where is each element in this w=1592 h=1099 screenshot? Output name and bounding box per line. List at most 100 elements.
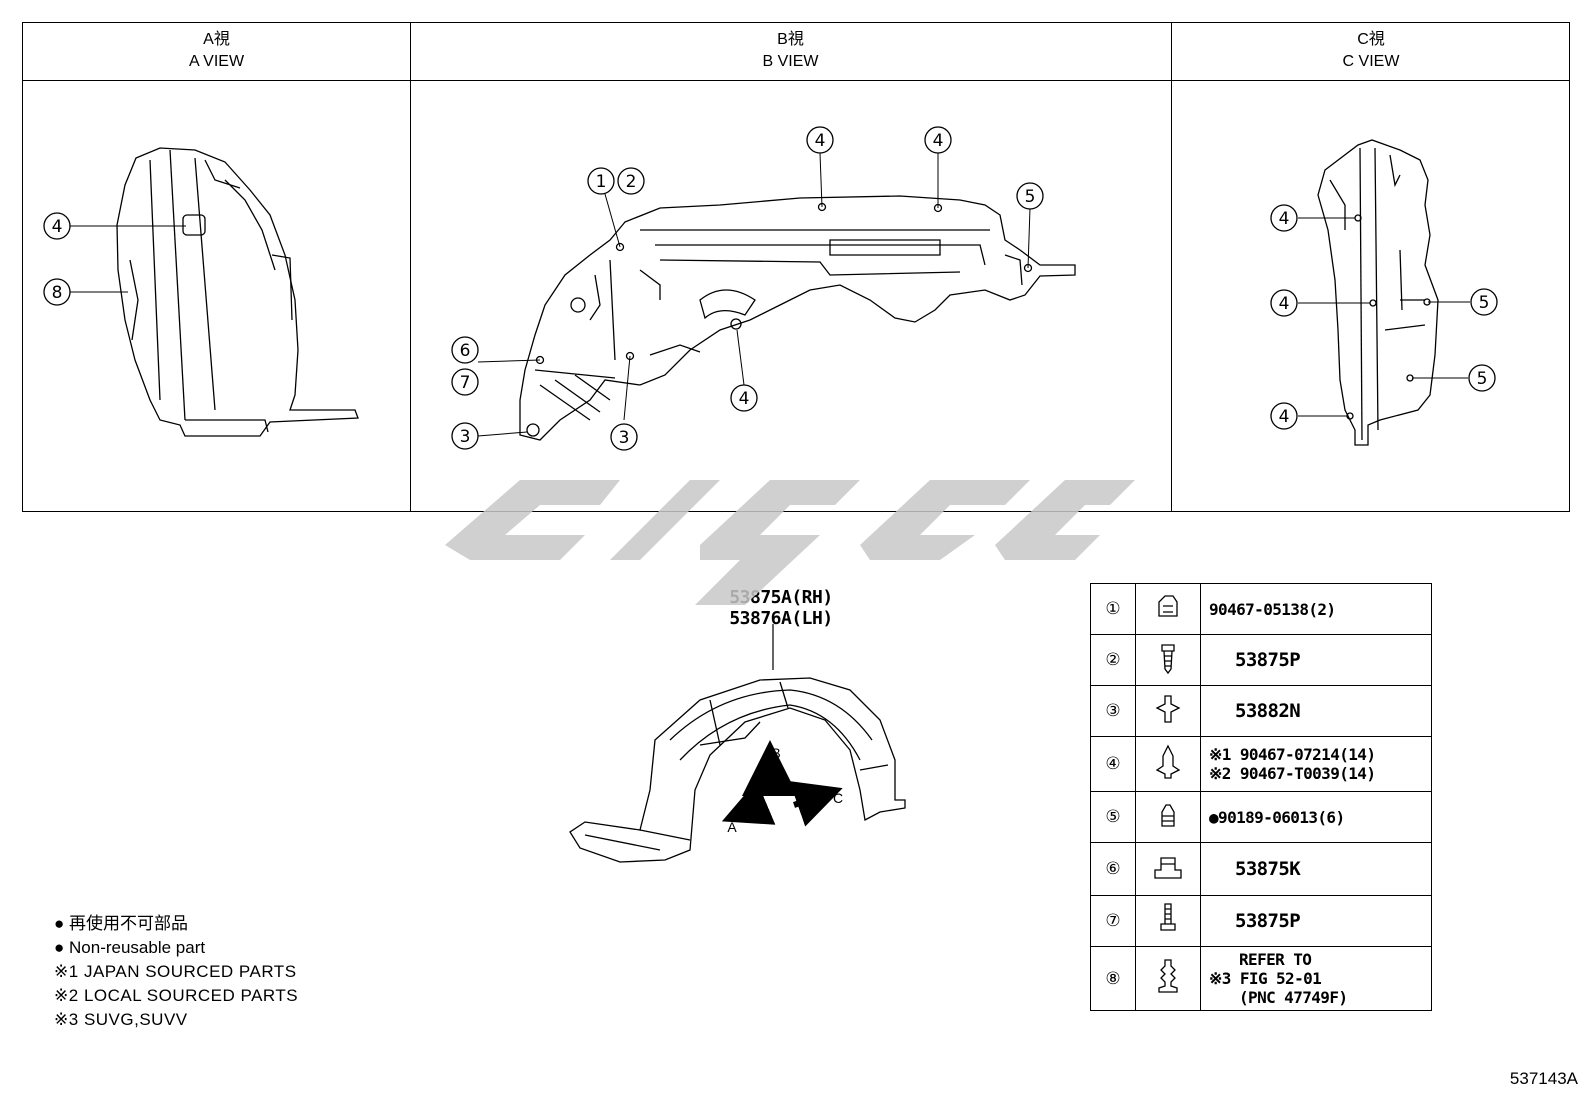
screw-icon	[1161, 643, 1175, 674]
callout-b-2: 2	[617, 167, 645, 195]
svg-text:3: 3	[619, 428, 630, 448]
svg-text:5: 5	[1479, 293, 1490, 313]
note-non-reusable-en: ● Non-reusable part	[54, 938, 206, 957]
view-c-part-drawing	[1317, 139, 1439, 446]
callout-b-6: 6	[451, 336, 479, 364]
view-b-header: B視 B VIEW	[410, 29, 1171, 77]
callout-b-3-left: 3	[451, 422, 479, 450]
watermark-logo	[445, 480, 1135, 605]
svg-text:2: 2	[626, 172, 637, 192]
callouts: 4 8 1 2 4 4 5 6 7 3 3 4 4 4 5 5 4	[43, 126, 1498, 451]
svg-text:5: 5	[1025, 187, 1036, 207]
clip-icon	[1155, 744, 1181, 779]
parts-row-2: ② 53875P	[1090, 634, 1432, 686]
clip-icon	[1154, 856, 1182, 879]
direction-label-c: C	[833, 790, 843, 806]
callout-a-4: 4	[43, 212, 71, 240]
view-a-title-jp: A視	[203, 31, 230, 48]
part-number-marker: ⑥	[1105, 859, 1121, 878]
part-number-marker: ⑦	[1105, 911, 1121, 930]
callout-c-4-bottom: 4	[1270, 402, 1298, 430]
callout-b-1: 1	[587, 167, 615, 195]
direction-arrows	[721, 740, 843, 827]
callout-c-4-middle: 4	[1270, 289, 1298, 317]
svg-text:7: 7	[460, 373, 471, 393]
part-number-marker: ⑤	[1105, 807, 1121, 826]
clip-icon	[1158, 594, 1178, 617]
part-number-marker: ④	[1105, 754, 1121, 773]
svg-text:1: 1	[596, 172, 607, 192]
header-divider	[23, 80, 1569, 81]
callout-a-8: 8	[43, 278, 71, 306]
svg-text:4: 4	[1279, 407, 1290, 427]
divider-b-c	[1171, 23, 1172, 511]
svg-text:3: 3	[460, 427, 471, 447]
view-c-title-jp: C視	[1357, 31, 1385, 48]
part-refer-line-3: (PNC 47749F)	[1239, 988, 1348, 1007]
view-b-title-jp: B視	[777, 31, 804, 48]
part-code: 53882N	[1235, 700, 1301, 722]
callout-b-3-right: 3	[610, 423, 638, 451]
divider-a-b	[410, 23, 411, 511]
part-number-marker: ③	[1105, 701, 1121, 720]
svg-text:4: 4	[1279, 209, 1290, 229]
parts-row-8: ⑧ REFER TO ※3 FIG 52-01 (PNC 47749F)	[1090, 946, 1432, 1011]
parts-row-7: ⑦ 53875P	[1090, 895, 1432, 947]
view-b-part-drawing	[519, 195, 1076, 441]
callout-b-5: 5	[1016, 182, 1044, 210]
part-code: 53875K	[1235, 858, 1301, 880]
part-number-marker: ①	[1105, 599, 1121, 618]
main-part-drawing	[569, 677, 906, 863]
view-a-title-en: A VIEW	[188, 53, 245, 70]
note-1: ※1 JAPAN SOURCED PARTS	[54, 962, 297, 981]
document-number: 537143A	[1509, 1069, 1578, 1088]
svg-text:8: 8	[52, 283, 63, 303]
part-code: 53875P	[1235, 910, 1301, 932]
note-3: ※3 SUVG,SUVV	[54, 1010, 188, 1029]
clip-icon	[1158, 959, 1178, 993]
view-a-header: A視 A VIEW	[23, 29, 410, 77]
parts-row-6: ⑥ 53875K	[1090, 842, 1432, 896]
leader-lines	[70, 152, 1470, 437]
part-code-local: ※2 90467-T0039(14)	[1209, 764, 1376, 783]
notes-block: ● 再使用不可部品 ● Non-reusable part ※1 JAPAN S…	[54, 912, 298, 1032]
part-refer-line-2: ※3 FIG 52-01	[1209, 969, 1322, 988]
svg-text:4: 4	[933, 131, 944, 151]
arrow-a	[721, 780, 776, 825]
callout-c-4-top: 4	[1270, 204, 1298, 232]
part-code-japan: ※1 90467-07214(14)	[1209, 745, 1376, 764]
svg-text:4: 4	[1279, 294, 1290, 314]
push-rivet-icon	[1155, 694, 1181, 723]
parts-row-3: ③ 53882N	[1090, 685, 1432, 737]
direction-label-a: A	[727, 819, 737, 835]
view-b-title-en: B VIEW	[762, 53, 819, 70]
svg-text:4: 4	[815, 131, 826, 151]
nut-icon	[1161, 803, 1175, 827]
parts-table: ① 90467-05138(2) ② 53875P ③ 53882N ④ ※1 …	[1090, 583, 1432, 1011]
arrow-c	[789, 781, 843, 827]
svg-text:4: 4	[52, 217, 63, 237]
svg-text:4: 4	[739, 389, 750, 409]
views-frame: A視 A VIEW B視 B VIEW C視 C VIEW	[22, 22, 1570, 512]
part-code: 53875P	[1235, 649, 1301, 671]
part-refer-line-1: REFER TO	[1239, 950, 1312, 969]
note-2: ※2 LOCAL SOURCED PARTS	[54, 986, 299, 1005]
main-part-number-lh: 53876A(LH)	[729, 608, 832, 629]
part-number-marker: ②	[1105, 650, 1121, 669]
parts-row-1: ① 90467-05138(2)	[1090, 583, 1432, 635]
callout-c-5-upper: 5	[1470, 288, 1498, 316]
note-non-reusable-jp: ● 再使用不可部品	[54, 914, 189, 933]
svg-text:5: 5	[1477, 369, 1488, 389]
part-code: 90467-05138(2)	[1209, 599, 1336, 619]
view-c-title-en: C VIEW	[1342, 53, 1400, 70]
parts-row-5: ⑤ ●90189-06013(6)	[1090, 791, 1432, 843]
parts-row-4: ④ ※1 90467-07214(14) ※2 90467-T0039(14)	[1090, 736, 1432, 792]
svg-text:6: 6	[460, 341, 471, 361]
callout-b-4-bottom: 4	[730, 384, 758, 412]
callout-b-4-top-left: 4	[806, 126, 834, 154]
part-code: ●90189-06013(6)	[1209, 807, 1345, 827]
part-number-marker: ⑧	[1105, 968, 1121, 988]
view-c-header: C視 C VIEW	[1171, 29, 1571, 77]
direction-label-b: B	[771, 745, 780, 761]
